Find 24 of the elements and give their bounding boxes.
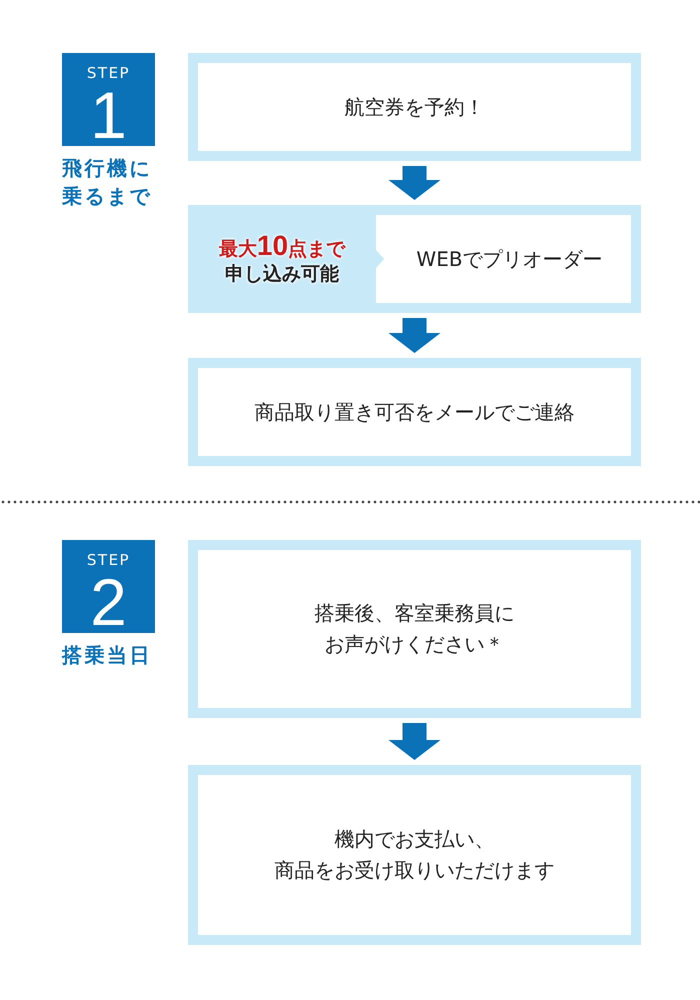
process-box — [376, 215, 631, 303]
arrow — [388, 723, 440, 760]
highlight-band — [188, 205, 641, 313]
step-number: 2 — [90, 572, 127, 633]
step-box — [188, 358, 641, 466]
step-box — [188, 765, 641, 945]
step-badge — [62, 53, 155, 146]
step-label: STEP — [86, 66, 130, 81]
note-text: 最大10点まで — [218, 232, 346, 262]
step-caption: 搭乗当日 — [62, 642, 153, 669]
step-box — [188, 540, 641, 718]
step-text: 搭乗後、客室乗務員にお声がけください＊ — [314, 600, 516, 658]
step-text: WEBでプリオーダー — [416, 246, 603, 272]
note-text: 申し込み可能 — [225, 262, 339, 286]
step-text: 機内でお支払い、商品をお受け取りいただけます — [274, 826, 556, 884]
arrow — [388, 166, 440, 200]
step-text: 商品取り置き可否をメールでご連絡 — [254, 398, 574, 426]
step-badge — [62, 540, 155, 633]
step-text: 航空券を予約！ — [344, 94, 484, 120]
step-box — [188, 53, 641, 161]
arrow — [388, 318, 440, 353]
step-caption: 飛行機に乗るまで — [62, 155, 153, 210]
step-label: STEP — [86, 553, 130, 568]
step-number: 1 — [90, 85, 127, 146]
